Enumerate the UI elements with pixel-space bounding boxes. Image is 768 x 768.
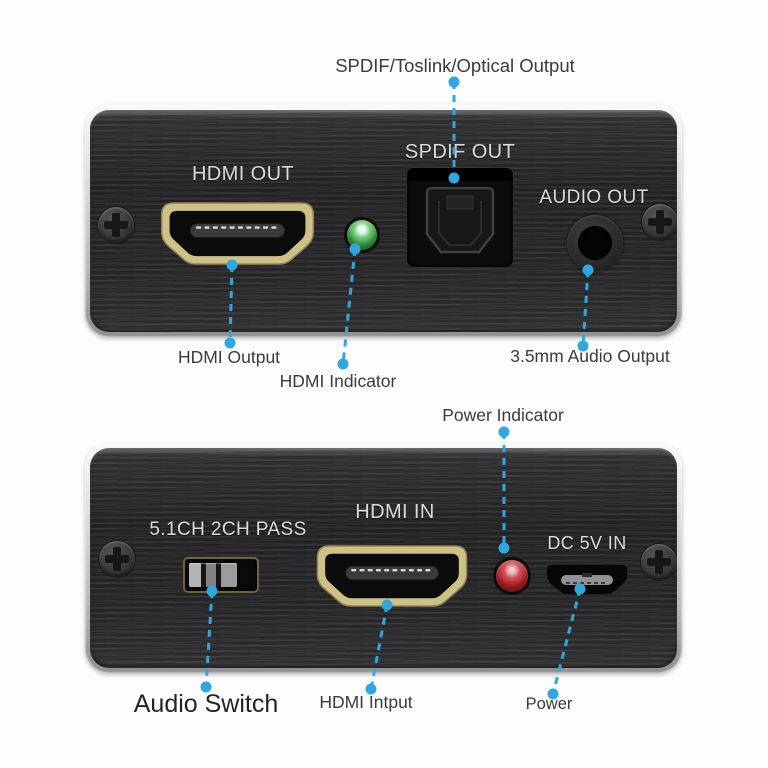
device-bottom-panel: 5.1CH 2CH PASS HDMI IN DC 5V IN: [85, 443, 682, 673]
hdmi-in-port: [316, 545, 468, 607]
spdif-port-shutter: [407, 168, 513, 181]
screw-icon: [99, 541, 135, 577]
hdmi-out-port: [160, 202, 315, 265]
callout-hdmi-output-label: HDMI Output: [177, 347, 281, 367]
callout-audio-output-label: 3.5mm Audio Output: [510, 346, 670, 366]
spdif-port: [407, 168, 513, 267]
audio-mode-switch: [183, 557, 259, 593]
callout-power-indicator-label: Power Indicator: [442, 405, 564, 425]
power-indicator-led: [496, 560, 528, 592]
audio-switch-panel-label: 5.1CH 2CH PASS: [149, 519, 307, 540]
bottom-panel-face: 5.1CH 2CH PASS HDMI IN DC 5V IN: [90, 448, 677, 668]
device-top-panel: HDMI OUT SPDIF OUT AUDIO OUT: [85, 105, 682, 337]
callout-audio-switch-label: Audio Switch: [133, 690, 279, 718]
switch-knob: [189, 563, 237, 587]
screw-icon: [98, 207, 134, 243]
toslink-connector-icon: [425, 187, 495, 254]
hdmi-in-label: HDMI IN: [355, 501, 435, 523]
top-panel-face: HDMI OUT SPDIF OUT AUDIO OUT: [90, 110, 677, 332]
callout-hdmi-indicator-label: HDMI Indicator: [279, 371, 397, 391]
dc-5v-in-label: DC 5V IN: [547, 533, 627, 553]
screw-icon: [642, 204, 677, 240]
micro-usb-port: [545, 563, 629, 596]
spdif-out-label: SPDIF OUT: [404, 141, 516, 163]
callout-power-label: Power: [525, 695, 573, 713]
audio-jack: [567, 215, 623, 271]
screw-icon: [641, 544, 677, 580]
hdmi-indicator-led: [347, 220, 377, 250]
hdmi-out-label: HDMI OUT: [191, 163, 295, 185]
callout-hdmi-input-label: HDMI Intput: [319, 692, 413, 712]
audio-out-label: AUDIO OUT: [539, 187, 649, 208]
callout-spdif-output-label: SPDIF/Toslink/Optical Output: [335, 55, 575, 76]
